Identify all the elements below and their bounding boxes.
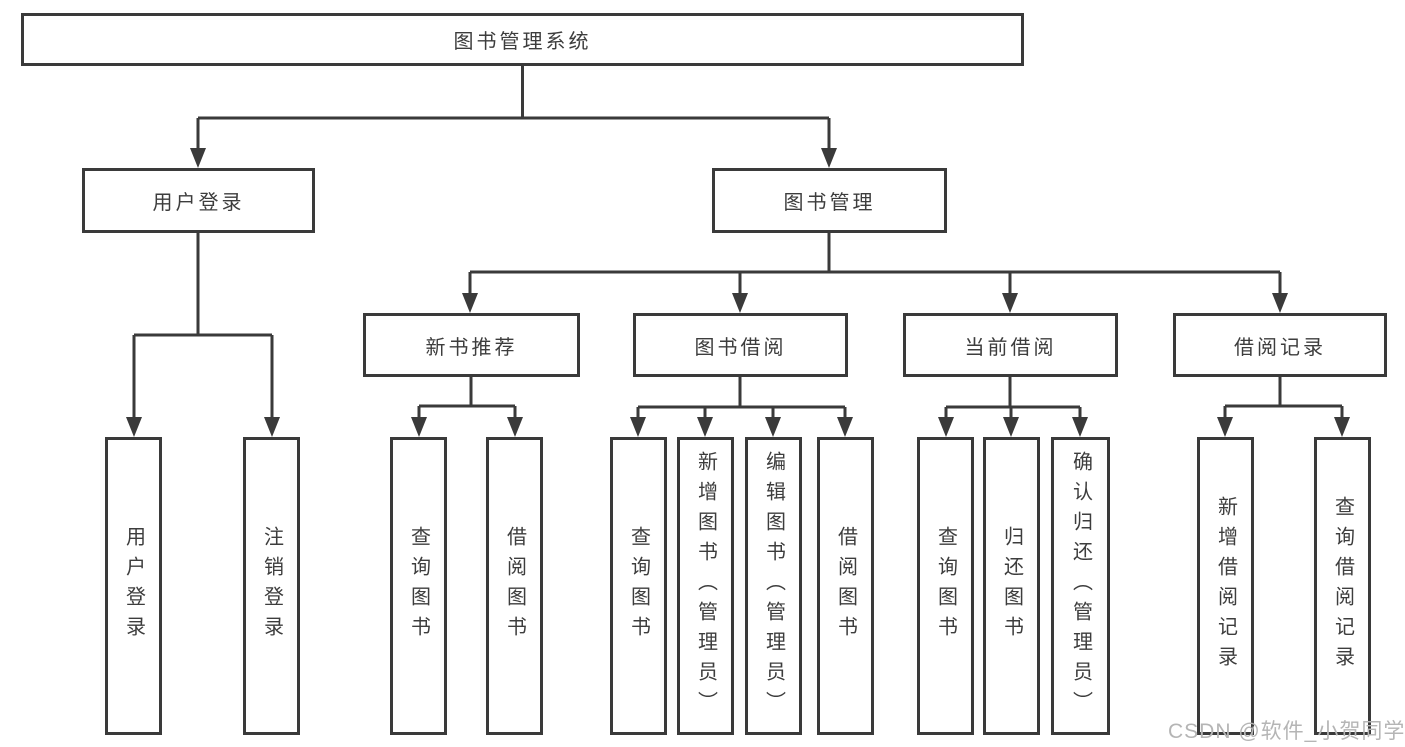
leaf-recommend-query-books: 查询图书 — [390, 437, 447, 735]
node-borrowing-records: 借阅记录 — [1173, 313, 1387, 377]
node-label: 查询图书 — [407, 526, 430, 646]
node-label: 归还图书 — [1000, 526, 1023, 646]
node-label: 新书推荐 — [425, 336, 518, 359]
node-label: 查询图书 — [627, 526, 650, 646]
watermark: CSDN @软件_小贺同学 — [1168, 720, 1405, 743]
leaf-current-query-books: 查询图书 — [917, 437, 974, 735]
node-new-book-recommendation: 新书推荐 — [363, 313, 580, 377]
node-user-login: 用户登录 — [82, 168, 315, 233]
node-label: 借阅图书 — [503, 526, 526, 646]
node-label: 图书管理系统 — [453, 31, 592, 53]
node-label: 确认归还（管理员） — [1069, 451, 1092, 721]
node-label: 查询借阅记录 — [1331, 496, 1354, 676]
leaf-borrowing-edit-books-admin: 编辑图书（管理员） — [745, 437, 802, 735]
node-label: 图书借阅 — [694, 336, 787, 359]
node-label: 注销登录 — [260, 526, 283, 646]
node-book-management: 图书管理 — [712, 168, 947, 233]
node-library-system: 图书管理系统 — [21, 13, 1024, 66]
node-label: 用户登录 — [122, 526, 145, 646]
node-label: 图书管理 — [783, 192, 876, 214]
node-label: 借阅图书 — [834, 526, 857, 646]
leaf-current-confirm-return-admin: 确认归还（管理员） — [1051, 437, 1110, 735]
leaf-records-query-borrow-record: 查询借阅记录 — [1314, 437, 1371, 735]
arrowhead-icons — [126, 148, 1350, 437]
node-book-borrowing: 图书借阅 — [633, 313, 848, 377]
leaf-borrowing-add-books-admin: 新增图书（管理员） — [677, 437, 734, 735]
node-label: 新增图书（管理员） — [694, 451, 717, 721]
leaf-user-login: 用户登录 — [105, 437, 162, 735]
node-label: 用户登录 — [152, 192, 245, 214]
node-current-borrowing: 当前借阅 — [903, 313, 1118, 377]
node-label: 当前借阅 — [964, 336, 1057, 359]
leaf-current-return-books: 归还图书 — [983, 437, 1040, 735]
leaf-logout: 注销登录 — [243, 437, 300, 735]
node-label: 新增借阅记录 — [1214, 496, 1237, 676]
leaf-borrowing-query-books: 查询图书 — [610, 437, 667, 735]
leaf-recommend-borrow-books: 借阅图书 — [486, 437, 543, 735]
node-label: 查询图书 — [934, 526, 957, 646]
node-label: 编辑图书（管理员） — [762, 451, 785, 721]
leaf-borrowing-borrow-books: 借阅图书 — [817, 437, 874, 735]
node-label: 借阅记录 — [1234, 336, 1326, 359]
leaf-records-add-borrow-record: 新增借阅记录 — [1197, 437, 1254, 735]
